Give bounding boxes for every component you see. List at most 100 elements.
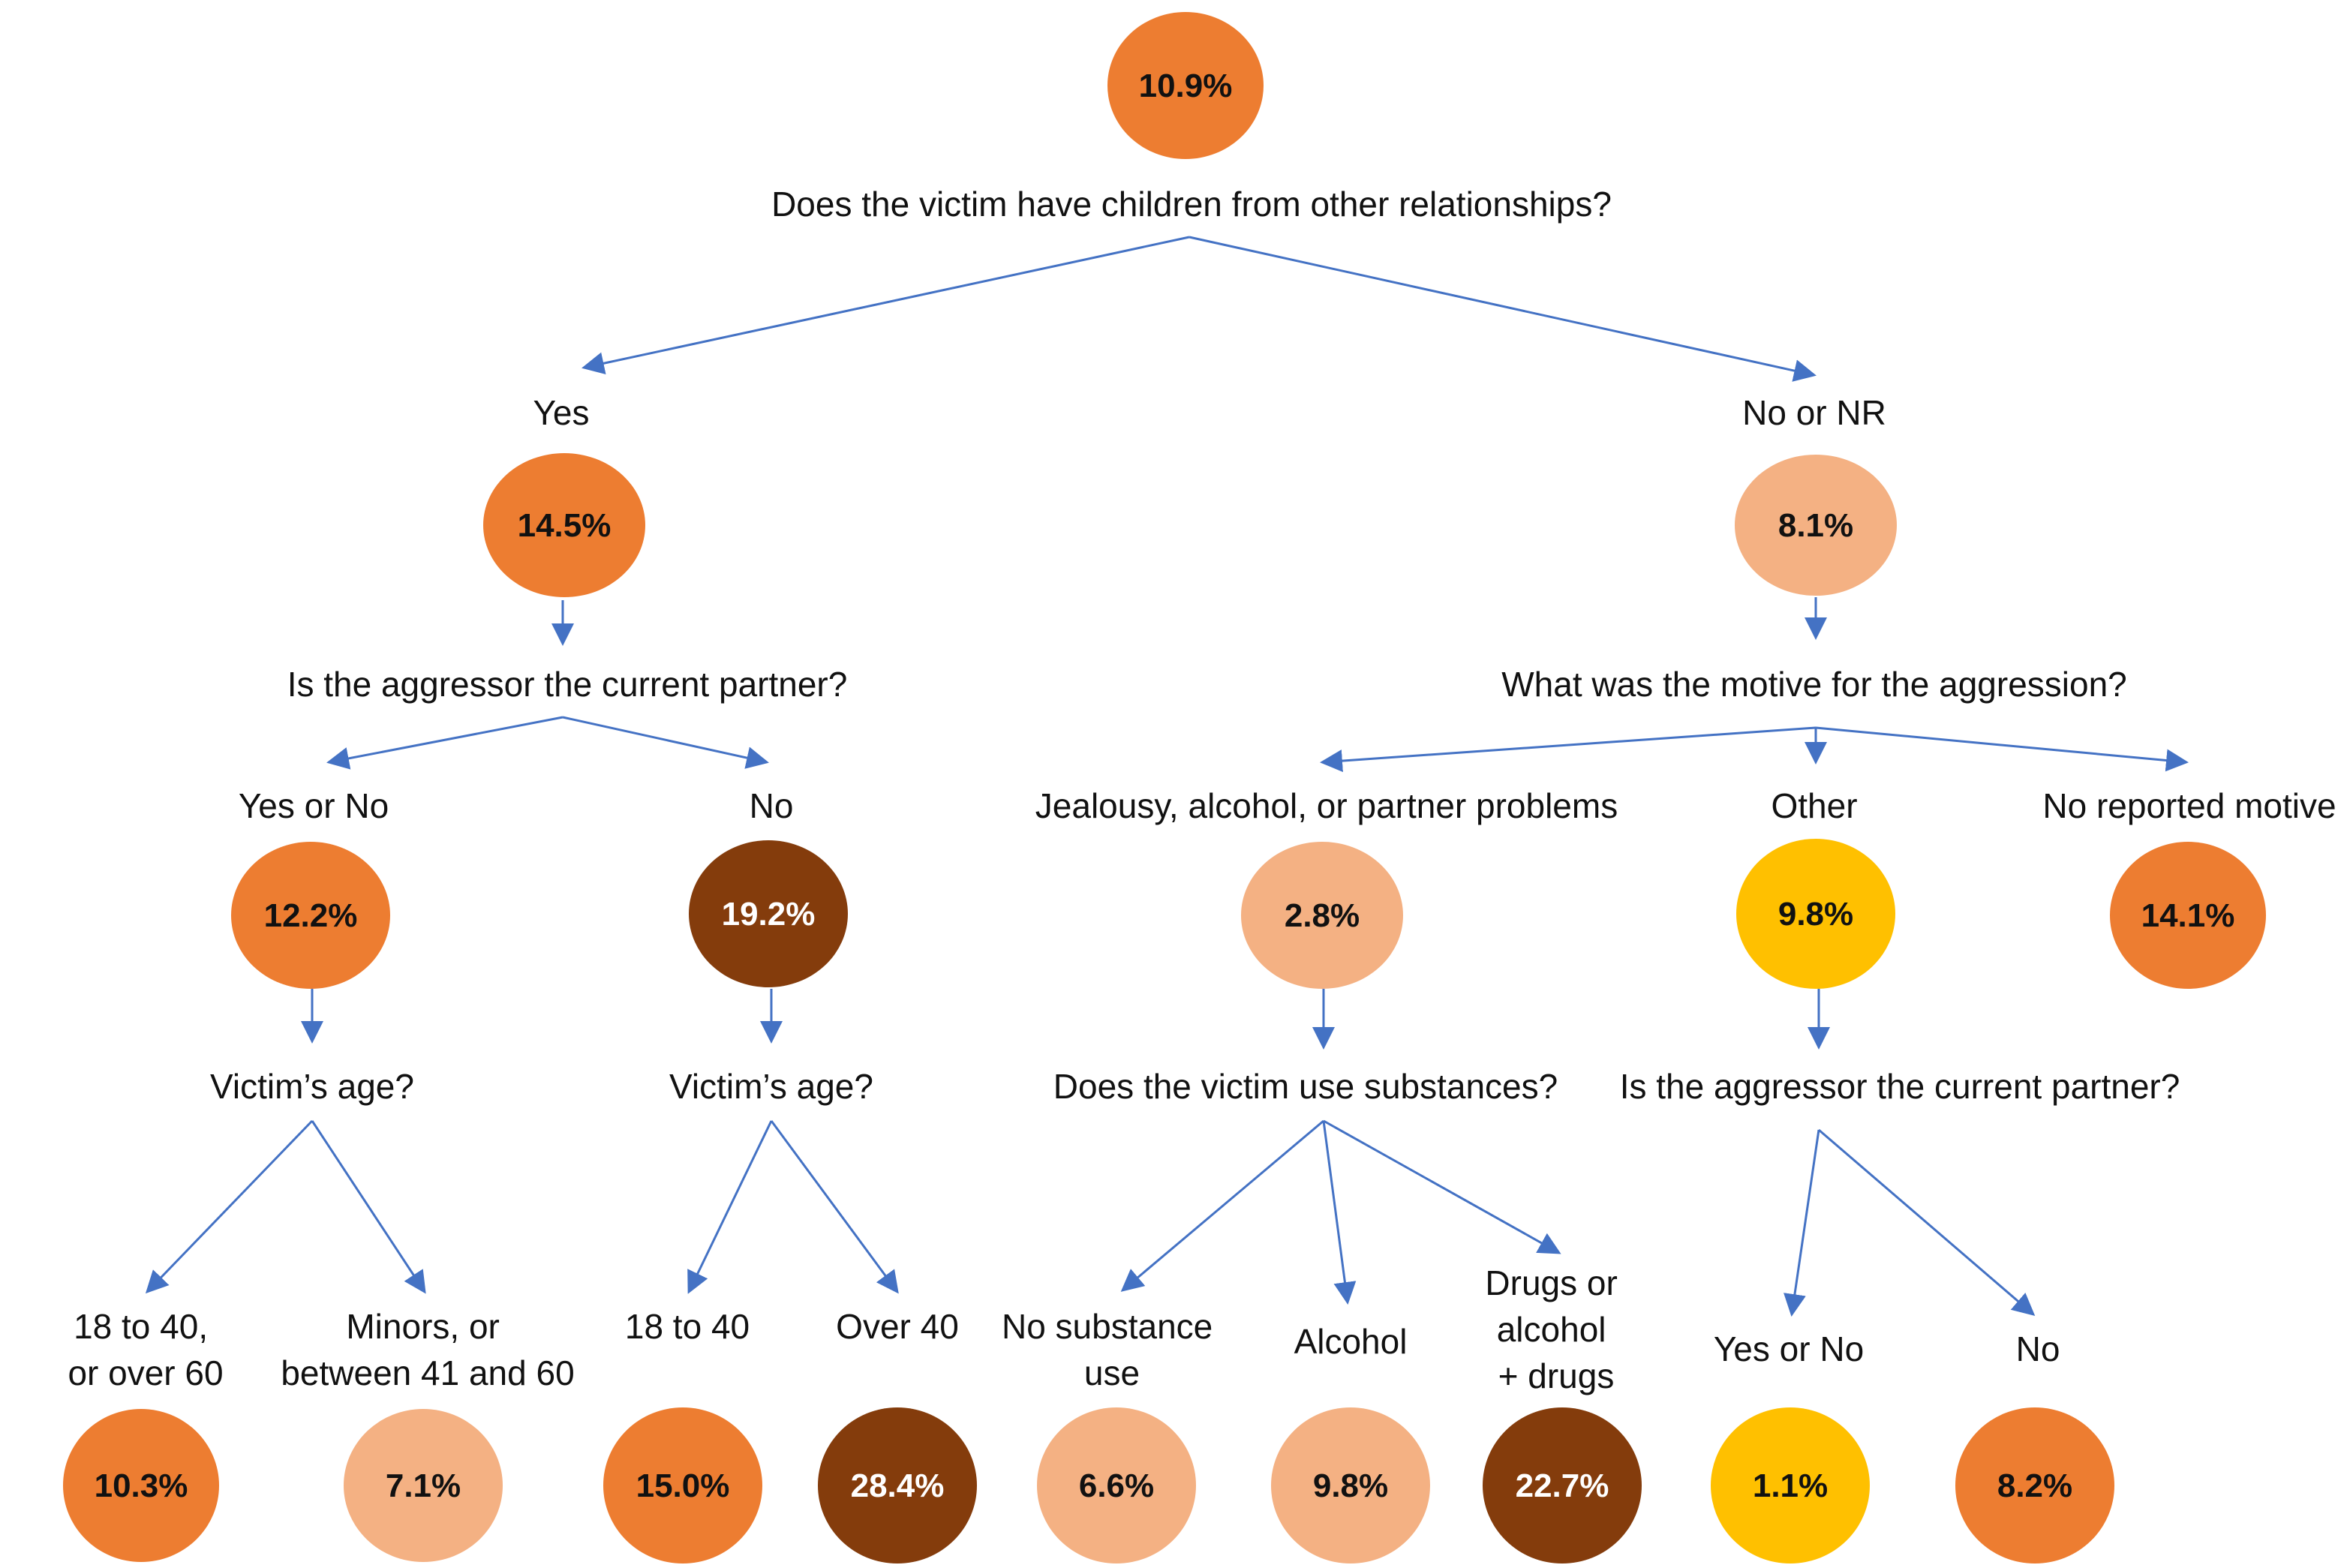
node-leaf-alcohol: 9.8% xyxy=(1271,1407,1430,1563)
label-line: between 41 and 60 xyxy=(281,1353,574,1392)
node-leaf-drugs: 22.7% xyxy=(1483,1407,1642,1563)
node-value: 2.8% xyxy=(1285,897,1360,934)
edge-substance-alcohol xyxy=(1322,1120,1357,1305)
label-yes: Yes xyxy=(533,393,589,432)
label-no-reported-motive: No reported motive xyxy=(2042,786,2336,825)
edge-partner-yes-or-no xyxy=(326,716,563,770)
node-circle xyxy=(1736,839,1895,989)
node-circle xyxy=(1711,1407,1870,1563)
node-value: 14.1% xyxy=(2141,897,2235,934)
edge-age-over-40 xyxy=(770,1120,899,1294)
node-yes-or-no: 12.2% xyxy=(231,842,390,989)
edge-age-18-40 xyxy=(687,1120,773,1294)
edge-partner-no xyxy=(562,716,769,769)
node-value: 1.1% xyxy=(1753,1467,1828,1504)
node-circle xyxy=(63,1409,219,1562)
node-value: 10.3% xyxy=(95,1467,188,1504)
node-value: 14.5% xyxy=(518,507,612,544)
node-value: 8.1% xyxy=(1778,507,1853,544)
node-value: 10.9% xyxy=(1139,68,1233,104)
node-circle xyxy=(344,1409,503,1562)
node-leaf-partner2-no: 8.2% xyxy=(1955,1407,2114,1563)
label-over-40: Over 40 xyxy=(836,1307,959,1346)
node-leaf-18-40-over60: 10.3% xyxy=(63,1409,219,1562)
node-circle xyxy=(603,1407,762,1563)
edge-substance-none xyxy=(1120,1119,1324,1292)
question-victim-age-right: Victim’s age? xyxy=(669,1067,873,1106)
question-aggressor-partner-right: Is the aggressor the current partner? xyxy=(1620,1067,2180,1106)
edge-root-yes xyxy=(581,236,1190,374)
node-value: 8.2% xyxy=(1997,1467,2072,1504)
question-motive: What was the motive for the aggression? xyxy=(1501,665,2127,704)
edge-motive-jealousy xyxy=(1320,726,1817,773)
label-line: Drugs or xyxy=(1485,1263,1617,1302)
node-value: 12.2% xyxy=(264,897,358,934)
node-circle xyxy=(1241,842,1403,989)
label-no-substance-use: No substance use xyxy=(1002,1307,1222,1392)
label-line: Minors, or xyxy=(346,1307,499,1346)
label-18-40: 18 to 40 xyxy=(625,1307,750,1346)
label-line: alcohol xyxy=(1497,1310,1606,1349)
node-circle xyxy=(1271,1407,1430,1563)
label-jealousy: Jealousy, alcohol, or partner problems xyxy=(1035,786,1618,825)
edge-age-18-40-over60 xyxy=(145,1119,314,1294)
label-line: No substance xyxy=(1002,1307,1213,1346)
node-no: 19.2% xyxy=(689,840,848,987)
node-circle xyxy=(1107,12,1264,159)
node-value: 28.4% xyxy=(851,1467,945,1504)
label-partner2-no: No xyxy=(2016,1329,2060,1368)
edge-partner2-yes-or-no xyxy=(1784,1129,1820,1317)
label-other: Other xyxy=(1771,786,1857,825)
node-other: 9.8% xyxy=(1736,839,1895,989)
node-circle xyxy=(231,842,390,989)
label-18-40-over60: 18 to 40, or over 60 xyxy=(68,1307,223,1392)
label-partner2-yes-or-no: Yes or No xyxy=(1714,1329,1864,1368)
node-circle xyxy=(689,840,848,987)
label-yes-or-no: Yes or No xyxy=(239,786,389,825)
label-no: No xyxy=(750,786,794,825)
node-no-or-nr: 8.1% xyxy=(1735,455,1897,596)
label-line: or over 60 xyxy=(68,1353,223,1392)
question-victim-age-left: Victim’s age? xyxy=(210,1067,414,1106)
node-circle xyxy=(483,453,645,597)
node-value: 22.7% xyxy=(1516,1467,1609,1504)
nodes: 10.9% 14.5% 8.1% 12.2% 19.2% 2.8% 9.8% 1… xyxy=(63,12,2266,1563)
node-value: 9.8% xyxy=(1778,896,1853,933)
branch-labels: Yes No or NR Yes or No No Jealousy, alco… xyxy=(68,393,2336,1395)
label-drugs: Drugs or alcohol + drugs xyxy=(1485,1263,1627,1395)
label-no-or-nr: No or NR xyxy=(1742,393,1886,432)
label-line: use xyxy=(1084,1353,1140,1392)
question-aggressor-partner-left: Is the aggressor the current partner? xyxy=(287,665,848,704)
label-line: 18 to 40, xyxy=(74,1307,208,1346)
edge-root-no-or-nr xyxy=(1189,236,1817,382)
edge-partner2-no xyxy=(1818,1128,2036,1316)
edge-substance-drugs xyxy=(1323,1119,1561,1254)
question-root: Does the victim have children from other… xyxy=(771,185,1612,224)
node-value: 19.2% xyxy=(722,896,816,933)
node-circle xyxy=(818,1407,977,1563)
node-value: 6.6% xyxy=(1079,1467,1154,1504)
node-value: 7.1% xyxy=(386,1467,461,1504)
node-circle xyxy=(1037,1407,1196,1563)
node-leaf-minors-41-60: 7.1% xyxy=(344,1409,503,1562)
node-leaf-18-40: 15.0% xyxy=(603,1407,762,1563)
edges xyxy=(145,236,2189,1317)
questions: Does the victim have children from other… xyxy=(210,185,2180,1106)
node-leaf-no-substance: 6.6% xyxy=(1037,1407,1196,1563)
label-line: + drugs xyxy=(1498,1356,1615,1395)
node-value: 9.8% xyxy=(1313,1467,1388,1504)
node-yes: 14.5% xyxy=(483,453,645,597)
node-no-reported-motive: 14.1% xyxy=(2110,842,2266,989)
node-jealousy: 2.8% xyxy=(1241,842,1403,989)
label-minors-41-60: Minors, or between 41 and 60 xyxy=(281,1307,574,1392)
label-alcohol: Alcohol xyxy=(1294,1322,1408,1361)
node-leaf-over-40: 28.4% xyxy=(818,1407,977,1563)
node-circle xyxy=(2110,842,2266,989)
node-circle xyxy=(1735,455,1897,596)
node-leaf-partner2-yes-or-no: 1.1% xyxy=(1711,1407,1870,1563)
node-root: 10.9% xyxy=(1107,12,1264,159)
edge-motive-no-reported xyxy=(1815,726,2189,772)
node-circle xyxy=(1483,1407,1642,1563)
edge-age-minors-41-60 xyxy=(311,1120,426,1294)
